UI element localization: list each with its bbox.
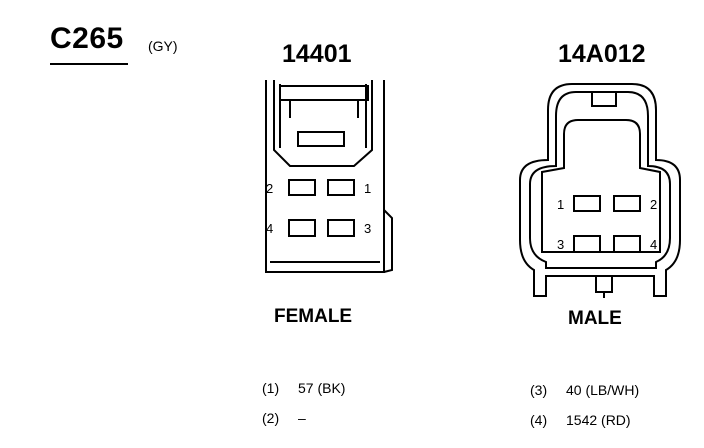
male-cavity-1 [573,195,601,212]
female-pin-number-4: 4 [266,221,273,236]
female-cavity-2 [288,179,316,196]
pin-cavity: (3) [530,382,548,398]
male-pin-number-4: 4 [650,237,657,252]
female-label: FEMALE [274,306,353,327]
female-connector-housing [265,80,393,273]
male-label: MALE [568,308,622,329]
male-connector-housing [519,83,681,298]
connector-color: (GY) [148,38,178,54]
pin-circuit: – [298,410,306,426]
pin-cavity: (4) [530,412,548,428]
connector-id-underline [50,63,128,65]
pin-circuit: 1542 (RD) [566,412,631,428]
connector-id: C265 [50,22,124,55]
female-part-number: 14401 [282,40,352,68]
male-cavity-4 [613,235,641,253]
female-cavity-4 [288,219,316,237]
male-cavity-2 [613,195,641,212]
pin-circuit: 57 (BK) [298,380,346,396]
pin-cavity: (1) [262,380,280,396]
pin-cavity: (2) [262,410,280,426]
male-part-number: 14A012 [558,40,646,68]
male-pin-number-3: 3 [557,237,564,252]
female-cavity-3 [327,219,355,237]
female-cavity-1 [327,179,355,196]
male-pin-number-2: 2 [650,197,657,212]
male-cavity-3 [573,235,601,253]
female-pin-number-3: 3 [364,221,371,236]
male-pin-number-1: 1 [557,197,564,212]
pin-circuit: 40 (LB/WH) [566,382,640,398]
female-pin-number-2: 2 [266,181,273,196]
female-pin-number-1: 1 [364,181,371,196]
